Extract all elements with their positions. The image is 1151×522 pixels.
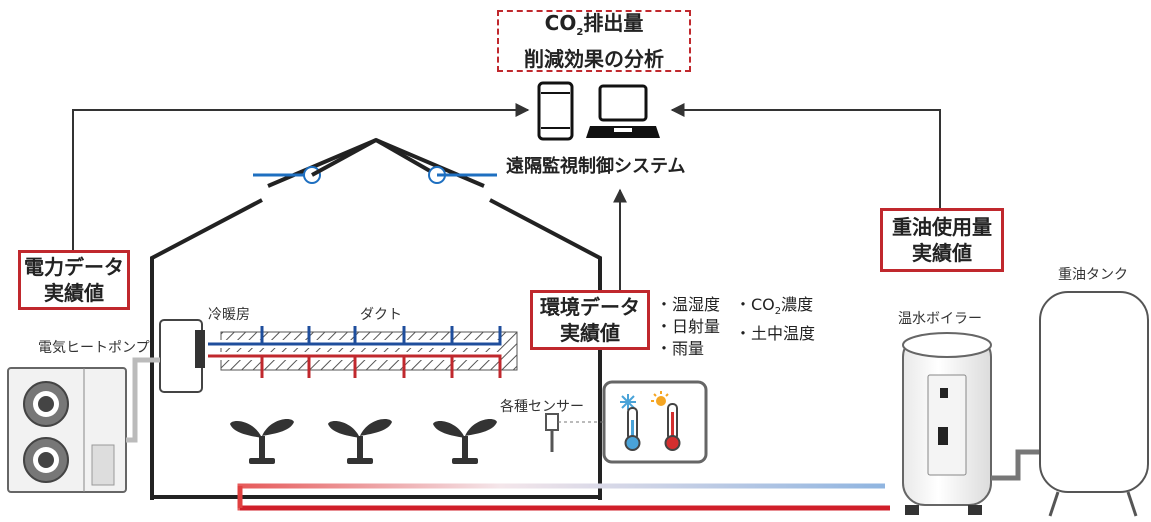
boiler-label: 温水ボイラー [898,311,982,327]
oil-usage-box: 重油使用量 実績値 [880,208,1004,272]
red-thermometer-icon [664,403,681,451]
oil-pipe [991,449,1042,481]
power-data-box: 電力データ 実績値 [18,250,130,310]
smartphone-icon [537,81,574,141]
cooling-heating-label: 冷暖房 [208,307,250,323]
plant-icons [230,418,497,464]
remote-monitoring-system-label: 遠隔監視制御システム [506,156,686,177]
env-items-col2: ・CO2濃度 ・土中温度 [735,295,816,344]
data-flow-lines [72,103,941,290]
sensors-label: 各種センサー [500,399,584,415]
oil-tank-label: 重油タンク [1058,267,1128,283]
duct-label: ダクト [360,307,402,323]
sensor-probe [545,413,604,452]
sun-icon [651,391,669,406]
heat-pump-label: 電気ヒートポンプ [38,340,150,356]
sensor-monitor [602,380,708,464]
duct [208,326,518,378]
laptop-icon [586,84,660,138]
heat-pump-unit [7,357,160,493]
blue-thermometer-icon [624,407,641,451]
hot-water-boiler [902,332,992,515]
env-items-col1: ・温湿度 ・日射量 ・雨量 [656,295,721,358]
env-data-box: 環境データ 実績値 [530,290,650,350]
co2-analysis-box: CO2排出量 削減効果の分析 [497,10,691,72]
oil-tank [1039,291,1149,517]
roof-vents [253,138,497,184]
indoor-ac-unit [159,319,205,393]
floor-heating-pipes [237,483,890,511]
snowflake-icon [620,394,636,410]
